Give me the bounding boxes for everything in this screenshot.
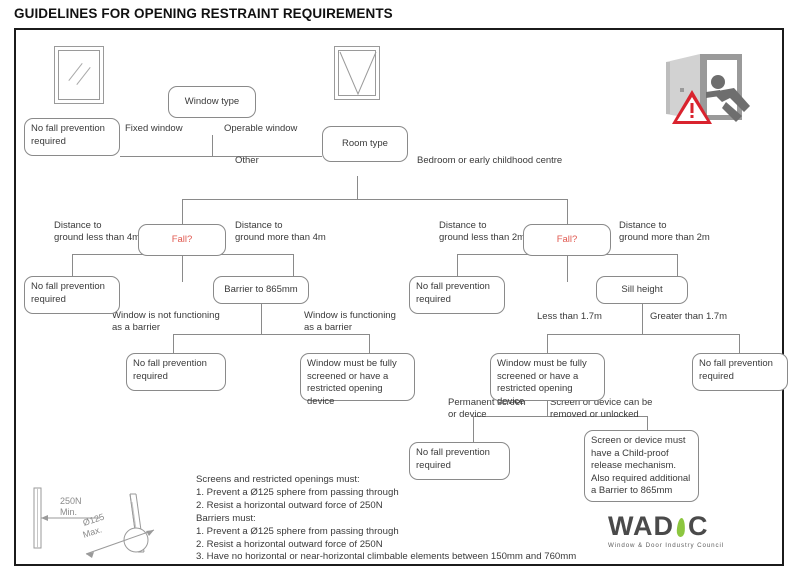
edge-label-operable-window: Operable window	[224, 123, 298, 134]
operable-window-icon	[334, 46, 380, 100]
edge-label-dist-less-2m: Distance to ground less than 2m	[439, 220, 526, 244]
logo-tagline: Window & Door Industry Council	[608, 542, 725, 549]
edge-fall-left-down	[182, 254, 183, 282]
page-title: GUIDELINES FOR OPENING RESTRAINT REQUIRE…	[14, 6, 393, 21]
logo-leaf-icon	[676, 517, 686, 538]
edge-sill-bus	[547, 334, 739, 335]
edge-label-dist-more-2m: Distance to ground more than 2m	[619, 220, 710, 244]
edge-not-barrier-down	[173, 334, 174, 353]
edge-permanent-down	[473, 416, 474, 442]
operable-window-inner-frame	[338, 50, 376, 96]
label-250n: 250N	[60, 496, 82, 506]
fixed-window-icon	[54, 46, 104, 104]
edge-label-permanent: Permanent screen or device	[448, 397, 526, 421]
node-sill-height[interactable]: Sill height	[596, 276, 688, 304]
edge-barrier-bus	[173, 334, 369, 335]
node-screened-left[interactable]: Window must be fully screened or have a …	[300, 353, 415, 407]
edge-sill-down	[642, 304, 643, 334]
node-room-type[interactable]: Room type	[322, 126, 408, 162]
logo-word-a: WAD	[608, 511, 674, 541]
edge-label-fixed-window: Fixed window	[125, 123, 183, 134]
edge-left-more4m-down	[293, 254, 294, 276]
edge-window-type-down	[212, 135, 213, 156]
node-fall-left[interactable]: Fall?	[138, 224, 226, 256]
edge-other-down	[182, 199, 183, 227]
fall-hazard-icon	[666, 54, 750, 124]
edge-label-removable: Screen or device can be removed or unloc…	[550, 397, 653, 421]
node-child-proof[interactable]: Screen or device must have a Child-proof…	[584, 430, 699, 502]
edge-greater17-down	[739, 334, 740, 353]
logo-word-b: C	[688, 511, 709, 541]
label-min: Min.	[60, 507, 77, 517]
edge-right-more2m-down	[677, 254, 678, 276]
edge-label-dist-less-4m: Distance to ground less than 4m	[54, 220, 141, 244]
edge-label-less-17: Less than 1.7m	[537, 311, 602, 322]
edge-left-less4m-down	[72, 254, 73, 276]
edge-label-not-barrier: Window is not functioning as a barrier	[112, 310, 220, 334]
requirements-notes: Screens and restricted openings must: 1.…	[196, 474, 577, 563]
diagram-frame: No fall prevention required Window type …	[14, 28, 788, 566]
edge-label-greater-17: Greater than 1.7m	[650, 311, 728, 322]
edge-label-other: Other	[235, 155, 259, 166]
node-window-type[interactable]: Window type	[168, 86, 256, 118]
edge-fall-right-down	[567, 254, 568, 282]
edge-less17-down	[547, 334, 548, 353]
node-no-fall-2[interactable]: No fall prevention required	[24, 276, 120, 314]
edge-bedroom-down	[567, 199, 568, 227]
edge-is-barrier-down	[369, 334, 370, 353]
edge-right-less2m-down	[457, 254, 458, 276]
edge-label-is-barrier: Window is functioning as a barrier	[304, 310, 396, 334]
fixed-window-inner-frame	[58, 50, 100, 100]
node-no-fall-5[interactable]: No fall prevention required	[692, 353, 788, 391]
edge-room-type-bus	[182, 199, 567, 200]
node-screened-right[interactable]: Window must be fully screened or have a …	[490, 353, 605, 407]
edge-screened-right-bus	[473, 416, 647, 417]
node-no-fall-6[interactable]: No fall prevention required	[409, 442, 510, 480]
edge-room-type-down	[357, 176, 358, 199]
wadic-logo: WAD C Window & Door Industry Council	[608, 512, 725, 550]
node-no-fall-4[interactable]: No fall prevention required	[126, 353, 226, 391]
edge-screened-right-down	[547, 390, 548, 416]
awning-v-symbol	[339, 51, 377, 96]
edge-label-bedroom: Bedroom or early childhood centre	[417, 155, 563, 166]
force-and-sphere-sketch: 250N Min. Ø125 Max.	[33, 487, 155, 558]
edge-removable-down	[647, 416, 648, 442]
node-fall-right[interactable]: Fall?	[523, 224, 611, 256]
edge-barrier-down	[261, 304, 262, 334]
edge-window-type-bus	[120, 156, 322, 157]
node-no-fall-1[interactable]: No fall prevention required	[24, 118, 120, 156]
logo-wordmark: WAD C	[608, 512, 724, 541]
node-no-fall-3[interactable]: No fall prevention required	[409, 276, 505, 314]
edge-label-dist-more-4m: Distance to ground more than 4m	[235, 220, 326, 244]
node-barrier-865[interactable]: Barrier to 865mm	[213, 276, 309, 304]
